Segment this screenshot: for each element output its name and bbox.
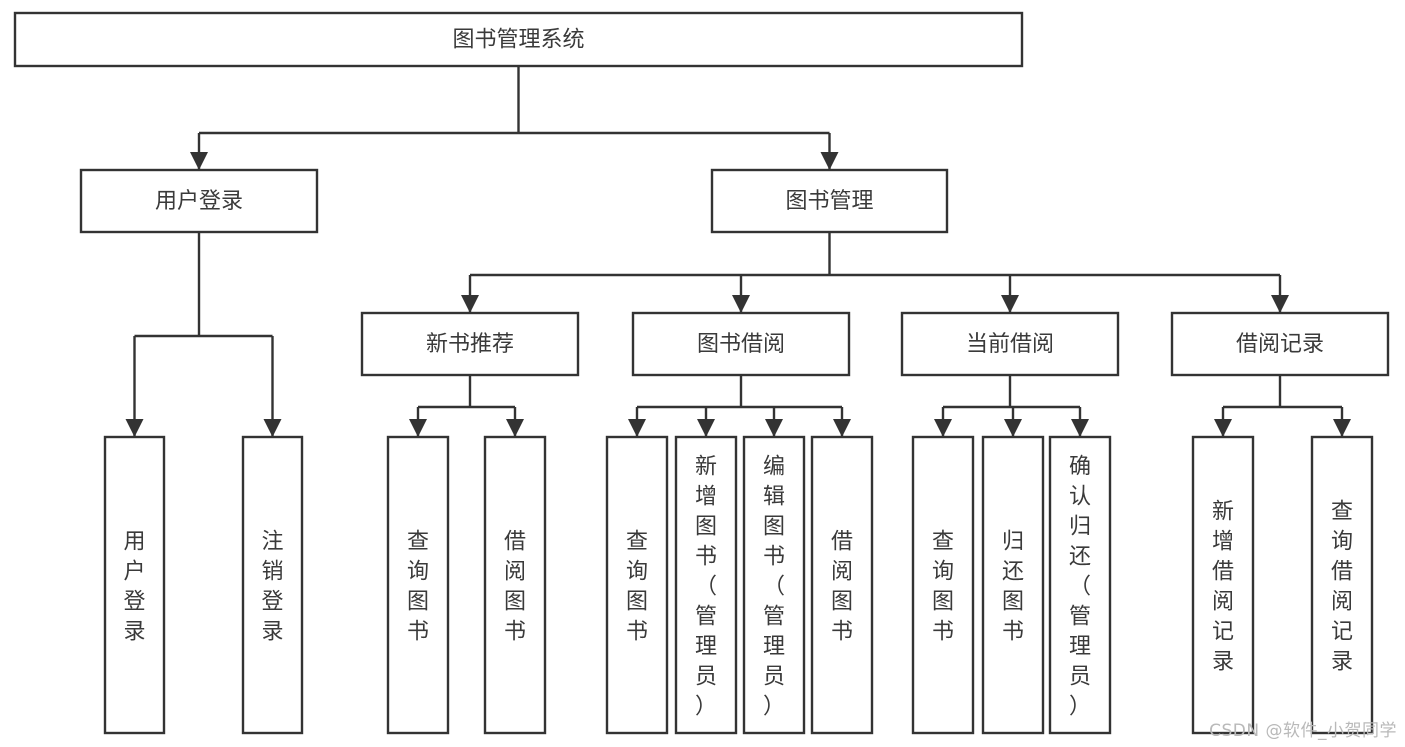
node-leaf-borrow-book-1[interactable]: 借阅图书 (483, 435, 547, 735)
node-box[interactable] (241, 435, 304, 735)
node-box[interactable] (631, 311, 851, 377)
node-leaf-user-logout[interactable]: 注销登录 (241, 435, 304, 735)
node-box[interactable] (605, 435, 669, 735)
connector-arrow-icon (1001, 295, 1019, 313)
node-leaf-borrow-book-2[interactable]: 借阅图书 (810, 435, 874, 735)
node-leaf-add-record[interactable]: 新增借阅记录 (1191, 435, 1255, 735)
node-leaf-edit-book[interactable]: 编辑图书（管理员） (742, 435, 806, 735)
leaf-node-label: 确认归还（管理员） (1069, 454, 1091, 719)
node-box[interactable] (1191, 435, 1255, 735)
connector-arrow-icon (190, 152, 208, 170)
node-book-manage[interactable]: 图书管理 (710, 168, 949, 234)
node-box[interactable] (103, 435, 166, 735)
leaf-node-label: 查询图书 (626, 529, 648, 644)
node-leaf-return-book[interactable]: 归还图书 (981, 435, 1045, 735)
node-box[interactable] (710, 168, 949, 234)
connector-arrow-icon (765, 419, 783, 437)
connector-arrow-icon (833, 419, 851, 437)
node-borrow-record[interactable]: 借阅记录 (1170, 311, 1390, 377)
leaf-node-label: 新增图书（管理员） (695, 454, 717, 719)
node-box[interactable] (742, 435, 806, 735)
node-box[interactable] (674, 435, 738, 735)
connector-arrow-icon (934, 419, 952, 437)
level1-node-label: 图书管理 (785, 189, 873, 214)
leaf-node-label: 新增借阅记录 (1212, 499, 1234, 674)
node-box[interactable] (981, 435, 1045, 735)
node-box[interactable] (810, 435, 874, 735)
level2-node-label: 当前借阅 (966, 332, 1054, 357)
node-box[interactable] (1048, 435, 1112, 735)
node-box[interactable] (1310, 435, 1374, 735)
node-box[interactable] (13, 11, 1024, 68)
connector-arrow-icon (1071, 419, 1089, 437)
node-leaf-add-book[interactable]: 新增图书（管理员） (674, 435, 738, 735)
connector-arrow-icon (1333, 419, 1351, 437)
node-leaf-user-login[interactable]: 用户登录 (103, 435, 166, 735)
node-box[interactable] (1170, 311, 1390, 377)
node-leaf-confirm-return[interactable]: 确认归还（管理员） (1048, 435, 1112, 735)
connector-arrow-icon (697, 419, 715, 437)
leaf-node-label: 注销登录 (261, 529, 283, 644)
node-leaf-query-record[interactable]: 查询借阅记录 (1310, 435, 1374, 735)
leaf-node-label: 借阅图书 (831, 529, 853, 644)
leaf-node-label: 用户登录 (123, 529, 145, 644)
node-new-book-rec[interactable]: 新书推荐 (360, 311, 580, 377)
node-box[interactable] (911, 435, 975, 735)
connector-arrow-icon (1271, 295, 1289, 313)
node-current-borrow[interactable]: 当前借阅 (900, 311, 1120, 377)
connector-arrow-icon (506, 419, 524, 437)
connector-arrow-icon (461, 295, 479, 313)
leaf-node-label: 归还图书 (1002, 529, 1024, 644)
connector-arrow-icon (820, 152, 839, 170)
connector-arrow-icon (628, 419, 646, 437)
connector-arrow-icon (125, 419, 144, 437)
node-box[interactable] (900, 311, 1120, 377)
connector-arrow-icon (409, 419, 427, 437)
node-leaf-query-book-1[interactable]: 查询图书 (386, 435, 450, 735)
node-root[interactable]: 图书管理系统 (13, 11, 1024, 68)
level1-node-label: 用户登录 (155, 189, 243, 214)
node-box[interactable] (360, 311, 580, 377)
level2-node-label: 借阅记录 (1236, 332, 1324, 357)
connector-arrow-icon (1004, 419, 1022, 437)
node-box[interactable] (386, 435, 450, 735)
node-book-borrow[interactable]: 图书借阅 (631, 311, 851, 377)
leaf-node-label: 查询图书 (407, 529, 429, 644)
leaf-node-label: 查询图书 (932, 529, 954, 644)
leaf-node-label: 编辑图书（管理员） (763, 454, 785, 719)
connector-arrow-icon (263, 419, 282, 437)
node-user-login[interactable]: 用户登录 (79, 168, 319, 234)
leaf-node-label: 查询借阅记录 (1331, 499, 1353, 674)
leaf-node-label: 借阅图书 (504, 529, 526, 644)
node-box[interactable] (483, 435, 547, 735)
node-leaf-query-book-2[interactable]: 查询图书 (605, 435, 669, 735)
nodes-layer: 图书管理系统用户登录图书管理新书推荐图书借阅当前借阅借阅记录用户登录注销登录查询… (13, 11, 1390, 735)
root-node-label: 图书管理系统 (452, 28, 584, 53)
level2-node-label: 图书借阅 (697, 332, 785, 357)
node-leaf-query-book-3[interactable]: 查询图书 (911, 435, 975, 735)
connector-arrow-icon (1214, 419, 1232, 437)
node-box[interactable] (79, 168, 319, 234)
level2-node-label: 新书推荐 (426, 332, 514, 357)
connector-arrow-icon (732, 295, 750, 313)
connectors-layer (125, 66, 1351, 437)
